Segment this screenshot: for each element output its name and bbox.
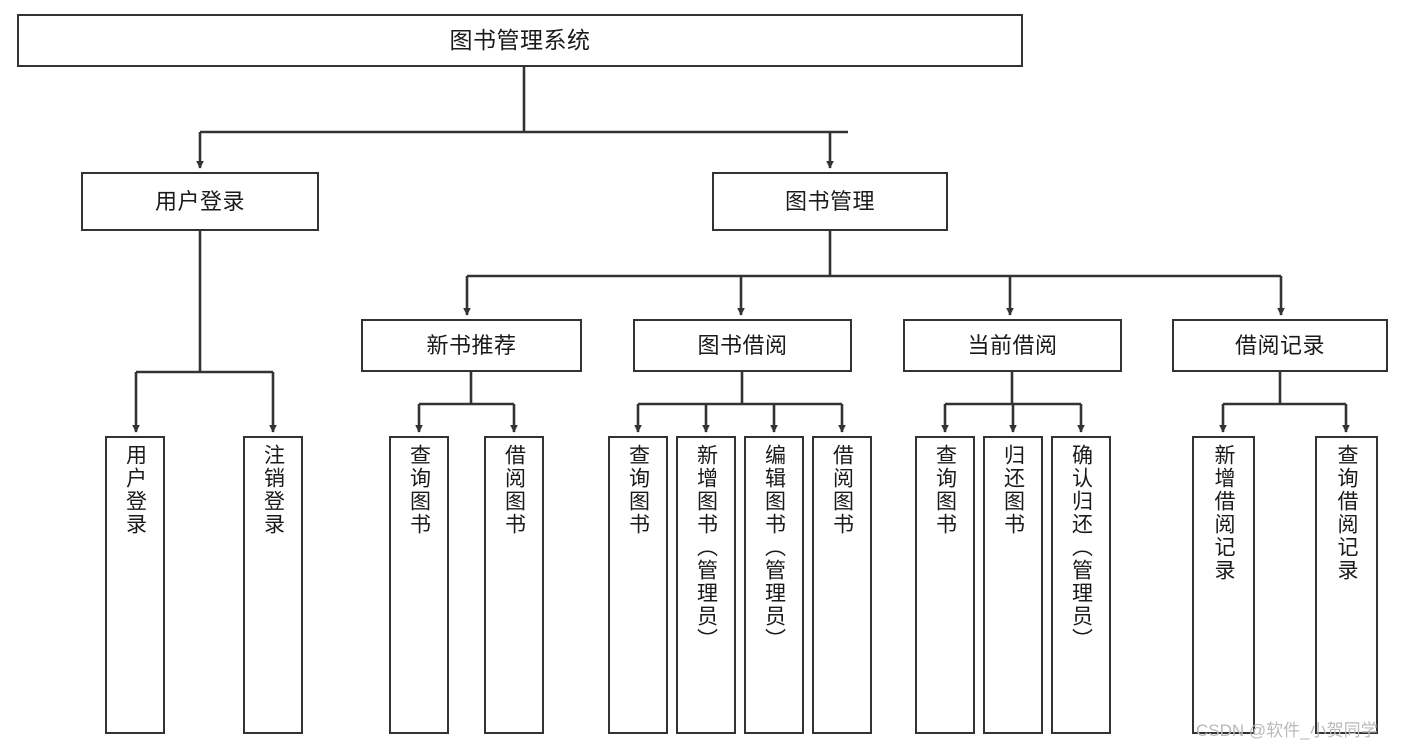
node-leaf-borrow-book-1[interactable]: 借阅图书 <box>484 436 544 734</box>
node-user-login[interactable]: 用户登录 <box>81 172 319 231</box>
node-leaf-query-book-3[interactable]: 查询图书 <box>915 436 975 734</box>
node-leaf-query-book-2[interactable]: 查询图书 <box>608 436 668 734</box>
node-label: 图书管理 <box>784 188 875 214</box>
node-label: 新增图书（管理员） <box>694 444 718 651</box>
node-label: 查询图书 <box>407 444 431 536</box>
node-label: 用户登录 <box>154 188 245 214</box>
node-leaf-query-book-1[interactable]: 查询图书 <box>389 436 449 734</box>
node-label: 借阅图书 <box>830 444 854 536</box>
node-borrow-record[interactable]: 借阅记录 <box>1172 319 1388 372</box>
node-leaf-return-book[interactable]: 归还图书 <box>983 436 1043 734</box>
node-leaf-logout[interactable]: 注销登录 <box>243 436 303 734</box>
node-label: 图书借阅 <box>697 332 788 358</box>
node-book-management[interactable]: 图书管理 <box>712 172 948 231</box>
node-label: 编辑图书（管理员） <box>762 444 786 651</box>
node-label: 查询借阅记录 <box>1335 444 1358 582</box>
node-leaf-confirm-return-admin[interactable]: 确认归还（管理员） <box>1051 436 1111 734</box>
node-leaf-borrow-book-2[interactable]: 借阅图书 <box>812 436 872 734</box>
node-leaf-add-book-admin[interactable]: 新增图书（管理员） <box>676 436 736 734</box>
node-label: 注销登录 <box>261 444 285 536</box>
node-label: 当前借阅 <box>967 332 1058 358</box>
node-label: 用户登录 <box>123 444 147 536</box>
node-leaf-add-borrow-record[interactable]: 新增借阅记录 <box>1192 436 1255 734</box>
node-label: 图书管理系统 <box>449 26 591 53</box>
node-label: 归还图书 <box>1001 444 1025 536</box>
node-leaf-query-borrow-record[interactable]: 查询借阅记录 <box>1315 436 1378 734</box>
node-label: 借阅记录 <box>1234 332 1325 358</box>
node-root-system[interactable]: 图书管理系统 <box>17 14 1023 67</box>
node-leaf-user-login[interactable]: 用户登录 <box>105 436 165 734</box>
node-new-book-recommendation[interactable]: 新书推荐 <box>361 319 582 372</box>
node-label: 新书推荐 <box>426 332 517 358</box>
node-current-borrow[interactable]: 当前借阅 <box>903 319 1122 372</box>
node-label: 查询图书 <box>933 444 957 536</box>
node-label: 查询图书 <box>626 444 650 536</box>
node-label: 借阅图书 <box>502 444 526 536</box>
node-book-borrow[interactable]: 图书借阅 <box>633 319 852 372</box>
csdn-watermark: CSDN @软件_小贺同学 <box>1196 721 1378 740</box>
node-leaf-edit-book-admin[interactable]: 编辑图书（管理员） <box>744 436 804 734</box>
node-label: 确认归还（管理员） <box>1069 444 1093 651</box>
node-label: 新增借阅记录 <box>1212 444 1235 582</box>
